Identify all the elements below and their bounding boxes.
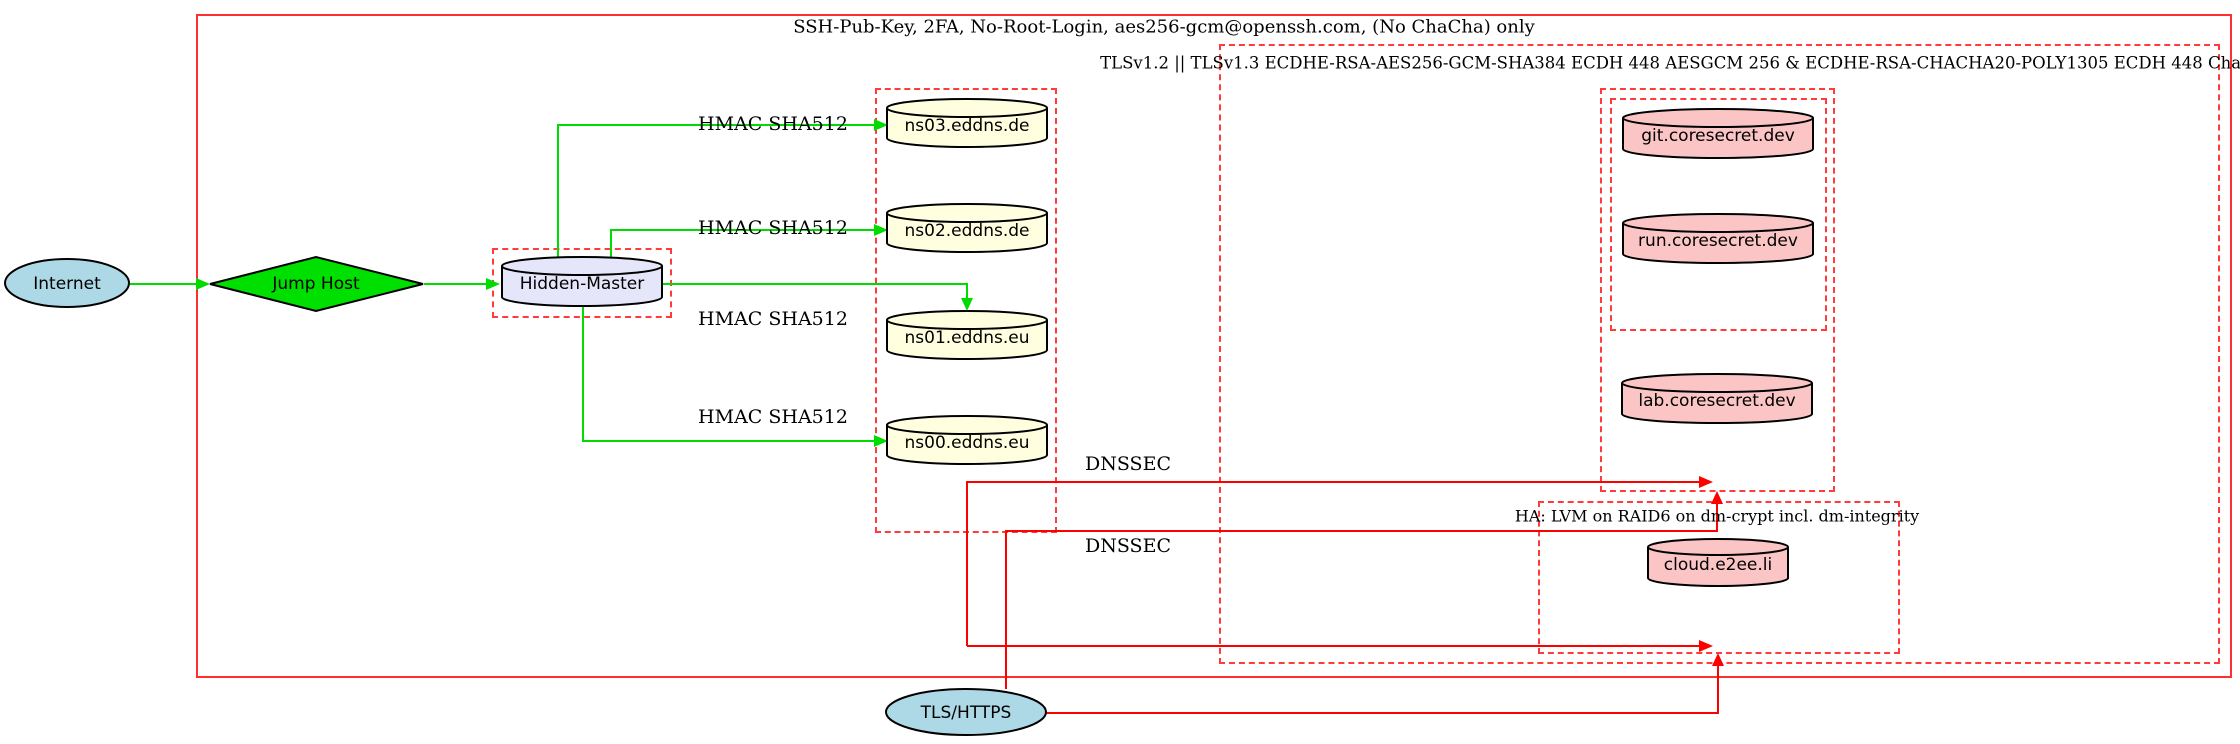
arrowhead-dnssec-lower bbox=[1699, 640, 1713, 652]
edge-hiddenmaster-ns02 bbox=[610, 229, 874, 260]
git-cylinder-lid bbox=[1622, 117, 1814, 128]
git-node-label: git.coresecret.dev bbox=[1641, 126, 1795, 146]
cloud-node-label: cloud.e2ee.li bbox=[1663, 555, 1773, 575]
run-node-label: run.coresecret.dev bbox=[1638, 231, 1798, 251]
tls-cluster-label: TLSv1.2 || TLSv1.3 ECDHE-RSA-AES256-GCM-… bbox=[1100, 53, 2240, 73]
ns03-cylinder-lid bbox=[886, 107, 1048, 118]
dnssec-label-lower: DNSSEC bbox=[1085, 535, 1171, 557]
hidden-master-cylinder-lid bbox=[501, 265, 663, 276]
lab-cylinder bbox=[1621, 373, 1813, 424]
edge-hiddenmaster-ns00 bbox=[582, 305, 874, 442]
hmac-label-ns02: HMAC SHA512 bbox=[698, 217, 848, 239]
jump-host-node-shape bbox=[209, 255, 424, 313]
ns01-cylinder-lid bbox=[886, 319, 1048, 330]
run-cylinder-lid bbox=[1622, 222, 1814, 233]
arrowhead-jumphost bbox=[196, 278, 210, 290]
ns03-node-label: ns03.eddns.de bbox=[904, 116, 1030, 136]
arrowhead-dnssec-upper bbox=[1699, 476, 1713, 488]
lab-node-label: lab.coresecret.dev bbox=[1638, 391, 1796, 411]
tls-https-node-label: TLS/HTTPS bbox=[920, 703, 1012, 723]
ns00-node-label: ns00.eddns.eu bbox=[904, 433, 1030, 453]
arrowhead-ns01 bbox=[961, 298, 973, 311]
jump-host-node-label: Jump Host bbox=[272, 274, 360, 294]
ns02-cylinder-lid bbox=[886, 212, 1048, 223]
hmac-label-ns03: HMAC SHA512 bbox=[698, 113, 848, 135]
red-arrowheads bbox=[1699, 476, 1724, 666]
hmac-label-ns01: HMAC SHA512 bbox=[698, 308, 848, 330]
green-arrowheads bbox=[196, 119, 973, 447]
arrowhead-hiddenmaster bbox=[486, 278, 500, 290]
ns03-cylinder bbox=[886, 98, 1048, 148]
ns01-node-label: ns01.eddns.eu bbox=[904, 328, 1030, 348]
edge-hiddenmaster-ns03 bbox=[557, 124, 874, 260]
arrowhead-ns03 bbox=[874, 119, 888, 131]
edge-tlshttps-coresecret-bottom bbox=[1005, 504, 1718, 689]
lab-cylinder-lid bbox=[1621, 382, 1813, 393]
red-edges bbox=[966, 481, 1719, 714]
internet-node-shape bbox=[4, 258, 130, 308]
internet-node-label: Internet bbox=[33, 274, 101, 294]
dnssec-label-upper: DNSSEC bbox=[1085, 453, 1171, 475]
ssh-cluster-box bbox=[196, 14, 2232, 678]
edge-tlshttps-ha bbox=[1046, 666, 1719, 714]
git-cylinder bbox=[1622, 108, 1814, 159]
ha-cluster-label: HA: LVM on RAID6 on dm-crypt incl. dm-in… bbox=[1514, 506, 1920, 526]
arrowhead-ns00 bbox=[874, 435, 888, 447]
edge-hiddenmaster-ns01 bbox=[663, 283, 968, 298]
ns02-cylinder bbox=[886, 203, 1048, 253]
hmac-label-ns00: HMAC SHA512 bbox=[698, 406, 848, 428]
node-shapes bbox=[4, 98, 1814, 736]
green-edges bbox=[129, 124, 968, 442]
ns01-cylinder bbox=[886, 310, 1048, 360]
hidden-master-cylinder bbox=[501, 256, 663, 307]
coresecret-cluster-box bbox=[1600, 88, 1835, 492]
git-run-cluster-box bbox=[1610, 98, 1827, 331]
hidden-master-node-label: Hidden-Master bbox=[519, 274, 645, 294]
arrowhead-ha-box bbox=[1712, 653, 1724, 666]
edge-dnssec-upper bbox=[966, 481, 1699, 646]
ssh-cluster-label: SSH-Pub-Key, 2FA, No-Root-Login, aes256-… bbox=[793, 16, 1535, 38]
arrowhead-coresecret-box bbox=[1711, 491, 1723, 504]
ns00-cylinder-lid bbox=[886, 424, 1048, 435]
tls-https-node-shape bbox=[885, 688, 1047, 736]
ns00-cylinder bbox=[886, 415, 1048, 465]
run-cylinder bbox=[1622, 213, 1814, 264]
cloud-cylinder-lid bbox=[1647, 546, 1789, 556]
ns02-node-label: ns02.eddns.de bbox=[904, 221, 1030, 241]
arrowhead-ns02 bbox=[874, 224, 888, 236]
cloud-cylinder bbox=[1647, 538, 1789, 587]
